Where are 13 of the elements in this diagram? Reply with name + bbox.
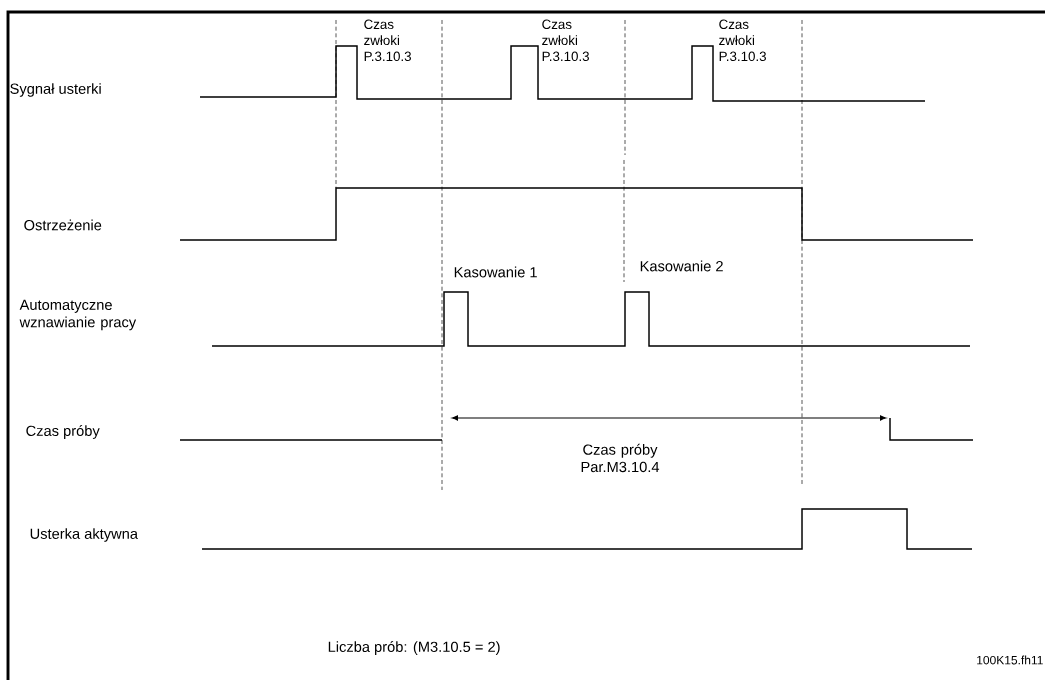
signal-label: Sygnał usterki — [10, 83, 101, 97]
signal-label: Usterka aktywna — [30, 528, 138, 542]
signal-label: Kasowanie 1 — [454, 266, 537, 278]
signal-label: Ostrzeżenie — [24, 219, 102, 231]
signal-label: Automatyczne wznawianie pracy — [19, 299, 137, 331]
signal-label: Czas próby Par.M3.10.4 — [581, 443, 660, 473]
signal-label: Liczba prób: (M3.10.5 = 2) — [328, 641, 500, 655]
signal-label: Czas zwłoki P.3.10.3 — [719, 19, 766, 62]
signal-label: 100K15.fh11 — [977, 655, 1043, 665]
signal-label: Czas zwłoki P.3.10.3 — [542, 19, 589, 62]
signal-label: Czas zwłoki P.3.10.3 — [364, 19, 411, 62]
signal-label: Kasowanie 2 — [640, 260, 723, 272]
signal-label: Czas próby — [26, 425, 100, 439]
